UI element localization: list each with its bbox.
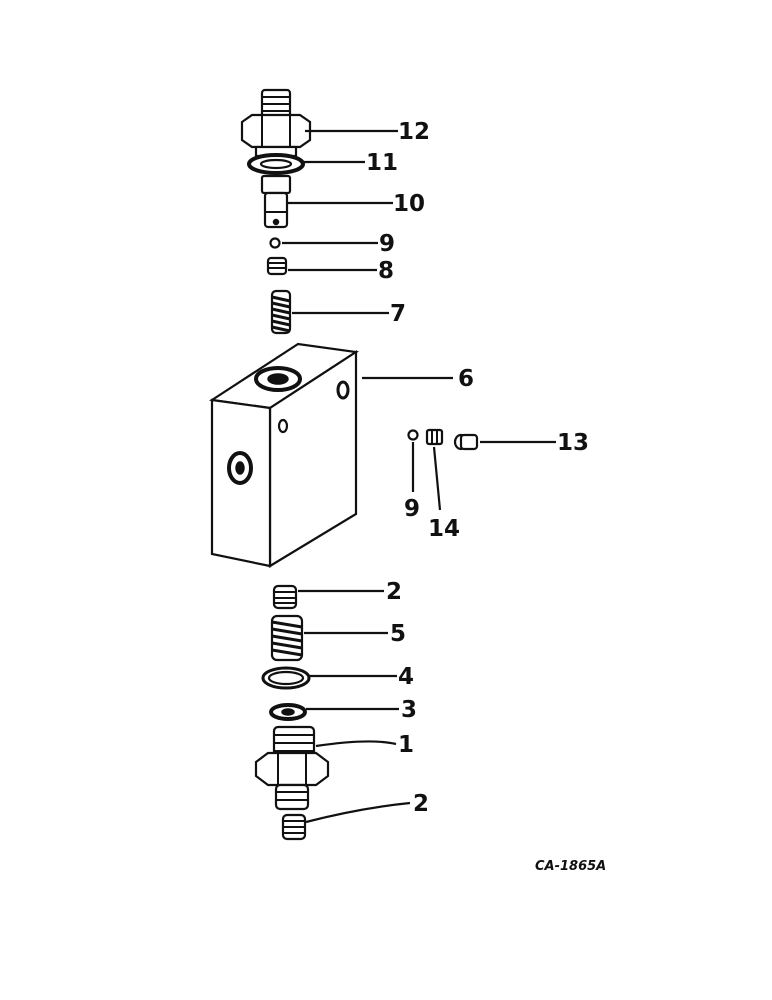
callout-14: 14 [428,516,460,542]
part-12-fitting [240,88,312,158]
part-5-spring [270,614,304,662]
part-1-fitting [254,725,330,811]
callout-labels: 12 11 10 9 8 7 6 13 9 14 2 5 4 3 1 2 [366,119,589,817]
part-7-spring [270,289,292,335]
callout-11: 11 [366,150,398,176]
callout-5: 5 [390,621,406,647]
part-8-seat [266,256,288,276]
part-13-plug [453,433,479,451]
callout-2-upper: 2 [386,579,402,605]
side-port-parts [407,428,479,451]
callout-8: 8 [378,258,394,284]
callout-4: 4 [398,664,414,690]
callout-9: 9 [379,231,395,257]
callout-9-side: 9 [404,496,420,522]
callout-10: 10 [393,191,425,217]
callout-3: 3 [401,697,417,723]
part-2-seat-upper [272,584,298,610]
leader-lines [282,129,556,824]
drawing-code: CA-1865A [535,859,606,874]
part-3-washer [269,703,307,721]
part-9-ball [269,237,281,249]
callout-2-lower: 2 [413,791,429,817]
part-6-valve-body [208,342,360,568]
callout-7: 7 [390,301,406,327]
callout-12: 12 [398,119,430,145]
part-4-o-ring [261,666,311,690]
callout-13: 13 [557,430,589,456]
part-9-ball-side [407,429,419,441]
part-14-seat-side [425,428,444,446]
part-11-washer [247,153,305,175]
callout-6: 6 [458,366,474,392]
part-2-seat-lower [281,813,307,841]
part-10-sleeve [260,174,292,229]
callout-1: 1 [398,732,414,758]
